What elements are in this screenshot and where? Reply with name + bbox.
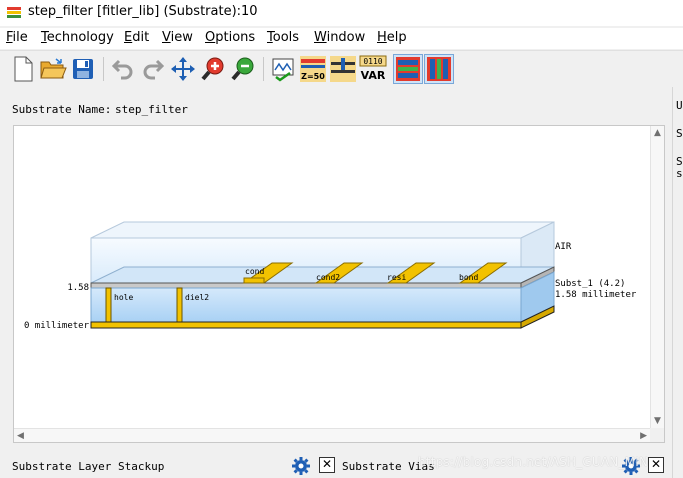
air-top-face [90,221,555,239]
right-panel-clipped: U S S s [672,87,683,478]
svg-text:0110: 0110 [363,57,382,66]
vias-close-icon[interactable]: ✕ [648,457,664,473]
open-folder-icon[interactable] [38,54,68,84]
scroll-up-icon[interactable]: ▲ [654,128,661,138]
top-value-label: 1.58 [67,283,89,293]
air-label: AIR [555,242,572,252]
app-icon [7,7,21,18]
svg-text:Z=50: Z=50 [301,72,325,81]
cond2-strip[interactable] [314,262,364,284]
svg-text:VAR: VAR [361,69,386,82]
bond-label: bond [459,273,478,282]
diel2-label: diel2 [185,293,209,302]
scroll-down-icon[interactable]: ▼ [654,416,661,426]
redo-icon[interactable] [138,54,168,84]
bond-strip[interactable] [458,262,508,284]
menu-options[interactable]: Options [205,30,256,45]
impedance-icon[interactable]: Z=50 [298,54,328,84]
cond-label: cond [245,267,264,276]
vias-settings-gear-icon[interactable] [622,457,640,475]
stackup-panel-label: Substrate Layer Stackup [12,460,165,473]
resi-strip[interactable] [386,262,436,284]
stackup-close-icon[interactable]: ✕ [319,457,335,473]
gap-icon[interactable] [328,54,358,84]
right-panel-text-1: U [676,99,683,112]
save-icon[interactable] [68,54,98,84]
substrate-editor: Substrate Name: step_filter [0,87,672,478]
stackup-canvas[interactable]: cond cond2 resi bond hole diel2 AIR Subs… [13,125,665,443]
bottom-value-label: 0 millimeter [24,321,90,331]
stackup-settings-gear-icon[interactable] [292,457,310,475]
right-panel-text-4: s [676,167,683,180]
bottom-bar: Substrate Layer Stackup ✕ Substrate Vias… [0,455,672,477]
cond2-label: cond2 [316,273,340,282]
hole-label: hole [114,293,133,302]
menu-file[interactable]: File [6,30,28,45]
ground-plane [90,321,522,329]
menu-tools[interactable]: Tools [267,30,300,45]
undo-icon[interactable] [108,54,138,84]
vias-panel-label: Substrate Vias [342,460,435,473]
new-file-icon[interactable] [8,54,38,84]
menu-edit[interactable]: Edit [124,30,150,45]
window-title: step_filter [fitler_lib] (Substrate):10 [28,4,258,19]
menu-bar: File Technology Edit View Options Tools … [0,28,683,49]
menu-view[interactable]: View [162,30,193,45]
right-panel-text-3: S [676,155,683,168]
move-icon[interactable] [168,54,198,84]
hole-via[interactable] [105,287,112,323]
vertical-layers-icon[interactable] [424,54,454,84]
title-bar: step_filter [fitler_lib] (Substrate):10 [0,0,683,26]
menu-technology[interactable]: Technology [41,30,114,45]
vertical-scrollbar[interactable]: ▲ ▼ [650,126,664,428]
top-plane [90,282,522,289]
zoom-in-icon[interactable] [198,54,228,84]
substrate-name-value[interactable]: step_filter [115,103,188,116]
stackup-drawing: cond cond2 resi bond hole diel2 AIR Subs… [24,221,637,331]
zoom-out-icon[interactable] [228,54,258,84]
watermark: https://blog.csdn.net/ASH_GUAN_MIN [418,455,649,469]
scroll-right-icon[interactable]: ▶ [640,431,647,441]
scroll-left-icon[interactable]: ◀ [17,431,24,441]
scroll-corner [650,428,664,442]
right-panel-text-2: S [676,127,683,140]
resi-label: resi [387,273,406,282]
substrate-name-label: Substrate Name: [12,103,112,116]
subst-thickness-label: 1.58 millimeter [555,290,637,300]
menu-help[interactable]: Help [377,30,407,45]
schematic-icon[interactable] [268,54,298,84]
horizontal-scrollbar[interactable]: ◀ ▶ [14,428,650,442]
substrate-dielectric[interactable] [90,287,522,323]
horizontal-layers-icon[interactable] [393,54,423,84]
subst-label: Subst_1 (4.2) [555,279,625,289]
diel2-via[interactable] [176,287,183,323]
menu-window[interactable]: Window [314,30,366,45]
